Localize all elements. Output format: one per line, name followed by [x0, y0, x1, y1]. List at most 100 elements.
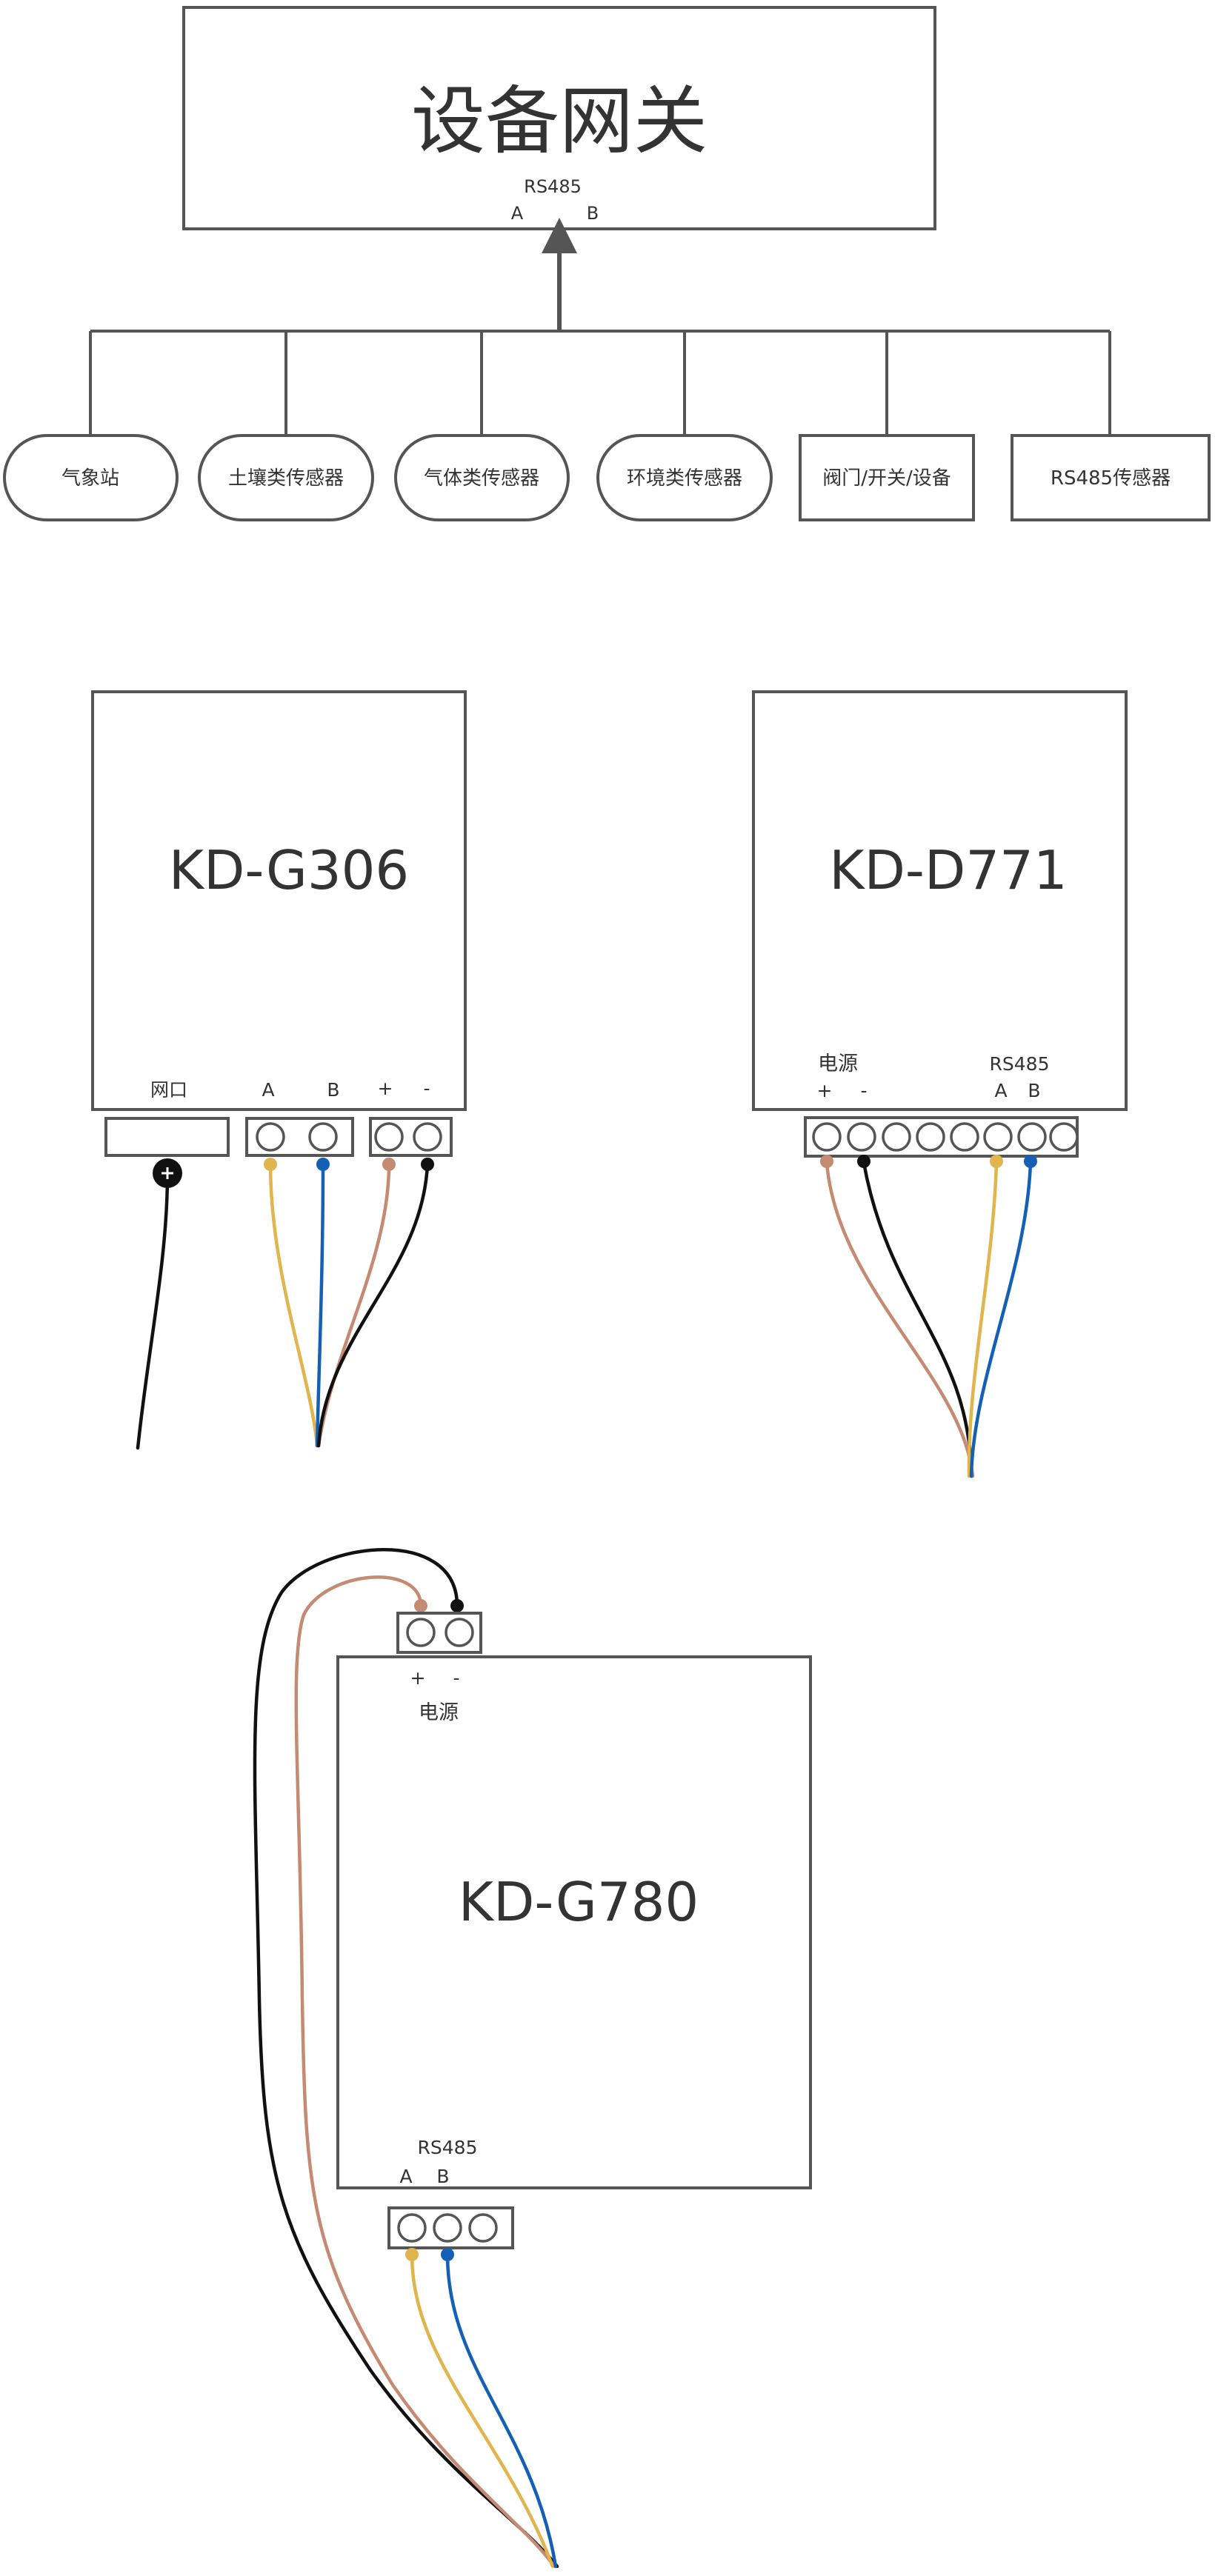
d771-terminal — [882, 1122, 911, 1152]
device-node-box — [394, 434, 570, 521]
kd-g306-module: KD-G306 网口 A B + - — [91, 690, 467, 1450]
d771-pin-plus-dot — [820, 1155, 833, 1168]
device-label: 气象站 — [61, 467, 119, 490]
g306-ethernet-cable — [136, 1172, 170, 1450]
d771-terminal-b — [1017, 1122, 1047, 1152]
d771-pin-b-dot — [1024, 1155, 1037, 1168]
g306-pin-b-dot — [316, 1158, 330, 1171]
d771-terminal-plus — [812, 1122, 842, 1152]
g780-pin-minus-dot — [450, 1599, 464, 1612]
g306-pin-a-dot — [264, 1158, 277, 1171]
bus-connector — [89, 218, 1111, 436]
gateway-port-label: RS485 — [524, 176, 582, 197]
device-node-box — [3, 434, 179, 521]
device-environment-sensor: 环境类传感器 — [596, 434, 773, 521]
g780-pin-a-dot — [405, 2248, 419, 2261]
g780-terminal — [468, 2213, 498, 2243]
g780-terminal-a — [397, 2213, 427, 2243]
device-valve-switch: 阀门/开关/设备 — [799, 434, 975, 521]
kd-d771-module: KD-D771 电源 + - RS485 A B — [752, 690, 1128, 1478]
d771-terminal-a — [983, 1122, 1013, 1152]
g780-terminal-b — [433, 2213, 462, 2243]
g306-terminal-plus — [374, 1122, 404, 1152]
gateway-pin-a: A — [511, 203, 524, 224]
device-node-box — [198, 434, 374, 521]
g780-terminal-plus — [406, 1618, 436, 1647]
g780-plus-label: + — [410, 1667, 426, 1689]
device-node-box — [596, 434, 773, 521]
g780-rs485-wires — [405, 2248, 558, 2569]
g306-plus-label: + — [378, 1078, 393, 1099]
g306-minus-label: - — [423, 1078, 430, 1099]
g780-title: KD-G780 — [459, 1871, 699, 1933]
g780-wire-plus — [294, 1575, 556, 2569]
g306-box — [91, 690, 467, 1111]
device-nodes: 气象站 土壤类传感器 气体类传感器 环境类传感器 阀门/开关/设备 RS485传… — [3, 434, 1211, 521]
g780-minus-label: - — [453, 1667, 459, 1689]
device-node-box — [799, 434, 975, 521]
d771-b-label: B — [1028, 1080, 1040, 1101]
g306-wire-plus — [316, 1162, 391, 1448]
device-label: RS485传感器 — [1051, 467, 1171, 490]
d771-pin-minus-dot — [857, 1155, 871, 1168]
device-weather-station: 气象站 — [3, 434, 179, 521]
g306-terminal-a — [256, 1122, 285, 1152]
gateway-pin-b: B — [587, 203, 599, 224]
gateway-box — [182, 6, 936, 230]
g780-pin-b-dot — [441, 2248, 454, 2261]
d771-terminal — [1049, 1122, 1079, 1152]
g306-wire-a — [268, 1162, 319, 1448]
d771-terminal-minus — [847, 1122, 876, 1152]
g780-a-label: A — [399, 2166, 412, 2187]
d771-wire-plus — [825, 1161, 975, 1478]
d771-terminal — [916, 1122, 945, 1152]
d771-box — [752, 690, 1128, 1111]
device-label: 土壤类传感器 — [228, 467, 344, 490]
d771-minus-label: - — [860, 1080, 867, 1101]
g780-wire-a — [410, 2252, 555, 2569]
g306-wire-minus — [316, 1162, 430, 1448]
device-label: 阀门/开关/设备 — [822, 467, 951, 490]
device-label: 环境类传感器 — [627, 467, 742, 490]
g780-wire-minus — [253, 1548, 559, 2569]
g306-net-label: 网口 — [150, 1079, 187, 1101]
d771-wire-b — [969, 1161, 1033, 1478]
g780-b-label: B — [436, 2166, 449, 2187]
g780-power-wires — [253, 1548, 559, 2569]
g306-terminal-b — [308, 1122, 338, 1152]
d771-wires — [820, 1155, 1037, 1478]
g306-a-label: A — [262, 1079, 274, 1101]
g780-terminal-minus — [445, 1618, 474, 1647]
d771-power-label: 电源 — [818, 1052, 858, 1075]
g306-title: KD-G306 — [169, 839, 410, 901]
device-node-box — [1011, 434, 1211, 521]
g780-power-label: 电源 — [419, 1701, 459, 1724]
g780-rs485-label: RS485 — [418, 2137, 478, 2158]
d771-rs485-label: RS485 — [990, 1053, 1050, 1075]
g306-pin-minus-dot — [421, 1158, 434, 1171]
g306-ethernet-plug-mark — [162, 1167, 173, 1179]
gateway-title: 设备网关 — [411, 78, 708, 164]
g306-pin-plus-dot — [382, 1158, 396, 1171]
d771-title: KD-D771 — [829, 839, 1068, 901]
g306-wires — [136, 1158, 434, 1450]
g780-box — [336, 1655, 812, 2189]
g306-b-label: B — [327, 1079, 339, 1101]
device-rs485-sensor: RS485传感器 — [1011, 434, 1211, 521]
g306-terminal-minus — [413, 1122, 442, 1152]
d771-pin-a-dot — [990, 1155, 1003, 1168]
gateway-block: 设备网关 RS485 A B — [182, 6, 936, 230]
g780-wire-b — [445, 2252, 558, 2569]
d771-terminal — [950, 1122, 979, 1152]
d771-a-label: A — [994, 1080, 1007, 1101]
d771-wire-a — [967, 1161, 999, 1478]
d771-wire-minus — [862, 1161, 973, 1478]
device-label: 气体类传感器 — [424, 467, 539, 490]
device-soil-sensor: 土壤类传感器 — [198, 434, 374, 521]
g306-wire-b — [315, 1162, 325, 1448]
g306-ethernet-port — [104, 1117, 230, 1157]
kd-g780-module: KD-G780 + - 电源 RS485 A B — [253, 1548, 812, 2569]
d771-plus-label: + — [817, 1080, 833, 1101]
device-gas-sensor: 气体类传感器 — [394, 434, 570, 521]
